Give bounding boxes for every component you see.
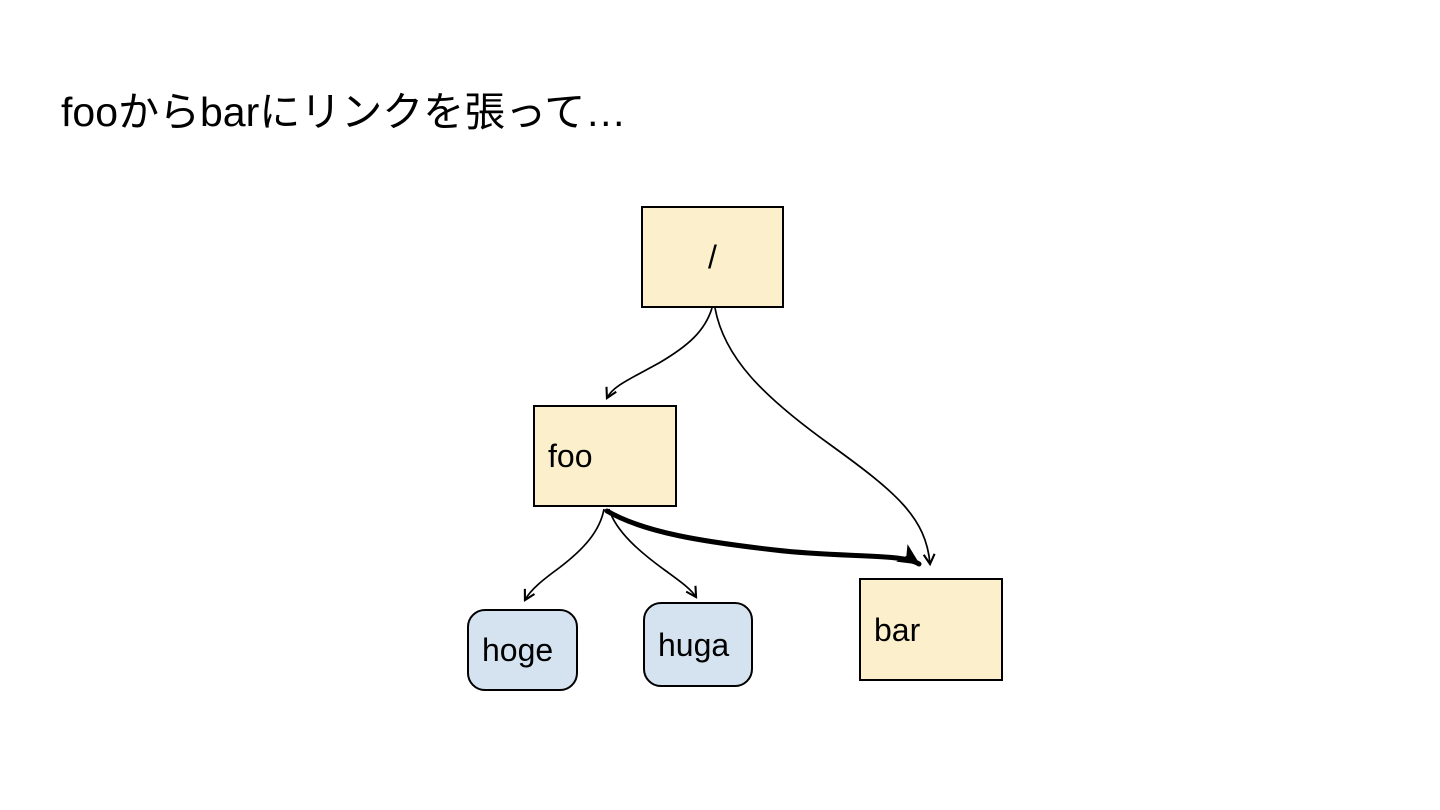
- node-foo-label: foo: [548, 438, 593, 474]
- edge-foo-to-bar-bold: [604, 508, 922, 567]
- node-bar-label: bar: [874, 611, 921, 648]
- edge-root-to-foo: [607, 307, 713, 398]
- node-hoge-label: hoge: [482, 632, 554, 668]
- edge-foo-to-huga: [608, 508, 696, 597]
- slide-title: fooからbarにリンクを張って…: [61, 89, 627, 135]
- node-huga: huga: [643, 602, 753, 687]
- node-bar: bar: [859, 578, 1003, 681]
- node-hoge: hoge: [467, 609, 578, 691]
- edge-foo-to-hoge: [525, 508, 605, 600]
- node-huga-label: huga: [658, 626, 730, 663]
- node-root: /: [641, 206, 784, 308]
- node-root-label: /: [708, 239, 717, 275]
- edge-root-to-bar: [714, 307, 930, 564]
- node-foo: foo: [533, 405, 677, 507]
